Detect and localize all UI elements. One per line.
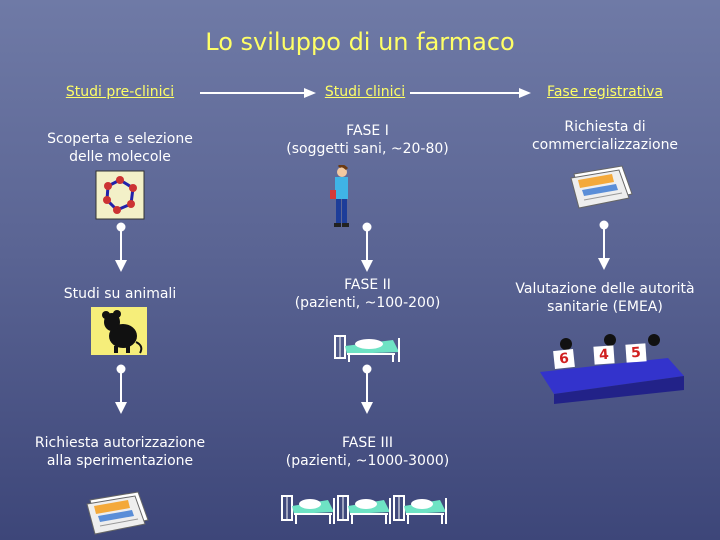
page-title: Lo sviluppo di un farmaco	[0, 28, 720, 56]
score-card: 5	[625, 343, 646, 362]
arrow-down-icon	[357, 222, 377, 274]
arrow-down-icon	[357, 364, 377, 416]
mouse-icon	[90, 306, 148, 356]
arrow-preclinical-to-clinical	[198, 86, 318, 100]
step-molecule-discovery: Scoperta e selezione delle molecole	[20, 130, 220, 166]
person-icon	[326, 165, 356, 230]
step-phase-1: FASE I (soggetti sani, ~20-80)	[260, 122, 475, 158]
step-phase-3: FASE III (pazienti, ~1000-3000)	[260, 434, 475, 470]
step-animal-studies: Studi su animali	[20, 285, 220, 303]
document-stack-icon	[82, 486, 152, 536]
jury-table-illustration: 6 4 5	[536, 332, 686, 404]
arrow-down-icon	[111, 364, 131, 416]
column-header-registration: Fase registrativa	[520, 84, 690, 100]
score-card: 6	[553, 349, 575, 369]
step-phase-2: FASE II (pazienti, ~100-200)	[260, 276, 475, 312]
arrow-down-icon	[111, 222, 131, 274]
step-authority-evaluation: Valutazione delle autorità sanitarie (EM…	[495, 280, 715, 316]
step-marketing-request: Richiesta di commercializzazione	[500, 118, 710, 154]
molecule-icon	[95, 170, 145, 220]
score-card: 4	[593, 345, 614, 364]
step-authorization-request: Richiesta autorizzazione alla sperimenta…	[10, 434, 230, 470]
document-stack-icon	[566, 160, 636, 210]
hospital-beds-icon	[280, 490, 460, 528]
arrow-clinical-to-registration	[408, 86, 533, 100]
hospital-bed-icon	[333, 330, 405, 364]
arrow-down-icon	[594, 220, 614, 272]
column-header-preclinical: Studi pre-clinici	[40, 84, 200, 100]
